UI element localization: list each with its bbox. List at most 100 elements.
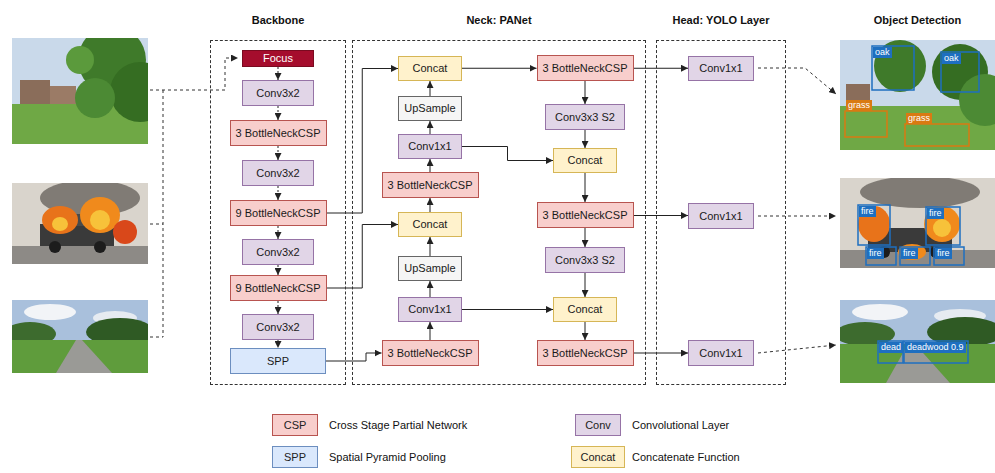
connector	[278, 226, 279, 239]
layer-label: Conv1x1	[699, 62, 742, 75]
detection-label: fire	[867, 248, 884, 259]
burning-car-photo-part	[42, 206, 78, 234]
connector	[278, 340, 279, 348]
layer-box: 3 BottleNeckCSP	[537, 202, 634, 228]
legend-key: Concat	[571, 446, 625, 468]
detection-photo-path-part	[878, 341, 903, 363]
detection-photo-fire-part	[934, 247, 964, 265]
layer-label: Conv3x2	[256, 321, 299, 334]
burning-car-photo-part	[90, 210, 110, 230]
section-frame: BackboneFocusConv3x23 BottleNeckCSPConv3…	[210, 40, 346, 385]
park-tree-photo-part	[75, 78, 115, 118]
connector	[462, 68, 537, 69]
connector	[327, 225, 399, 289]
connector	[634, 215, 689, 216]
detection-photo-fire-part	[933, 219, 951, 237]
detection-label: fire	[935, 248, 952, 259]
detection-photo-fire-part	[858, 206, 890, 242]
connector	[430, 281, 431, 297]
connector	[278, 106, 279, 120]
detection-label: oak	[873, 47, 892, 58]
detection-photo-trees-part	[932, 44, 988, 100]
layer-label: Concat	[413, 218, 448, 231]
connector	[278, 301, 279, 314]
detection-photo-trees-part	[872, 46, 914, 90]
layer-box: SPP	[230, 348, 326, 374]
detection-photo-fire-part	[924, 206, 960, 242]
detection-photo-trees-part	[845, 111, 887, 137]
layer-label: Concat	[568, 154, 603, 167]
legend-key: SPP	[272, 446, 318, 468]
layer-box: Focus	[242, 50, 314, 67]
layer-label: Conv3x2	[256, 87, 299, 100]
layer-box: 3 BottleNeckCSP	[537, 340, 634, 366]
layer-box: Conv3x3 S2	[545, 247, 625, 273]
layer-label: UpSample	[404, 102, 455, 115]
layer-box: Conv3x3 S2	[545, 104, 625, 130]
legend-key: CSP	[272, 414, 318, 436]
connector	[462, 309, 553, 310]
connector	[430, 81, 431, 96]
layer-box: Conv1x1	[688, 340, 754, 366]
output-leader	[758, 68, 836, 353]
legend-text: Concatenate Function	[632, 446, 740, 468]
input-leader-part	[150, 224, 163, 225]
detection-label: fire	[901, 248, 918, 259]
burning-car-photo-part	[94, 241, 106, 253]
burning-car-photo-part	[12, 246, 148, 264]
park-tree-photo-part	[66, 46, 94, 74]
layer-box: 9 BottleNeckCSP	[230, 200, 327, 226]
detection-photo-trees-part	[905, 124, 969, 146]
input-leader-part	[163, 90, 164, 337]
connector	[430, 237, 431, 256]
connector	[585, 173, 586, 202]
detection-label: fire	[859, 206, 876, 217]
legend-text: Spatial Pyramid Pooling	[329, 446, 446, 468]
connector	[430, 322, 431, 340]
layer-box: Conv3x2	[242, 80, 314, 106]
detection-photo-fire-part	[866, 247, 896, 265]
connector	[585, 322, 586, 340]
detection-label: oak	[942, 53, 961, 64]
detection-label: grass	[846, 100, 872, 111]
detection-photo-trees	[840, 40, 995, 150]
layer-label: 9 BottleNeckCSP	[236, 207, 321, 220]
layer-label: Conv1x1	[408, 140, 451, 153]
detection-photo-fire	[840, 178, 995, 268]
column-heading: Object Detection	[850, 13, 985, 27]
connector	[585, 130, 586, 148]
park-tree-photo-part	[20, 80, 50, 106]
detection-photo-trees-part	[941, 52, 979, 92]
layer-box: Concat	[398, 212, 462, 237]
layer-box: 3 BottleNeckCSP	[382, 340, 479, 366]
layer-box: Conv1x1	[398, 297, 462, 322]
layer-label: Conv1x1	[699, 347, 742, 360]
connector	[278, 186, 279, 200]
layer-label: Conv3x3 S2	[555, 111, 615, 124]
layer-label: Focus	[263, 52, 293, 65]
layer-box: Concat	[553, 148, 617, 173]
connector	[326, 353, 382, 361]
detection-label: deadwood 0.9	[905, 342, 966, 353]
layer-box: Conv1x1	[688, 203, 754, 229]
layer-label: Conv3x2	[256, 167, 299, 180]
layer-box: UpSample	[398, 256, 462, 281]
section-heading: Head: YOLO Layer	[647, 13, 795, 27]
connector	[278, 265, 279, 275]
connector	[430, 198, 431, 212]
connector	[430, 121, 431, 134]
burning-car-photo-part	[49, 241, 61, 253]
layer-box: Conv3x2	[242, 239, 314, 265]
layer-label: SPP	[267, 355, 289, 368]
park-tree-photo-part	[50, 86, 76, 106]
layer-label: 3 BottleNeckCSP	[543, 209, 628, 222]
layer-box: Conv3x2	[242, 160, 314, 186]
park-path-photo-part	[56, 340, 112, 373]
layer-box: Conv1x1	[688, 56, 754, 81]
layer-label: UpSample	[404, 262, 455, 275]
connector	[585, 81, 586, 104]
layer-box: 3 BottleNeckCSP	[230, 120, 327, 146]
